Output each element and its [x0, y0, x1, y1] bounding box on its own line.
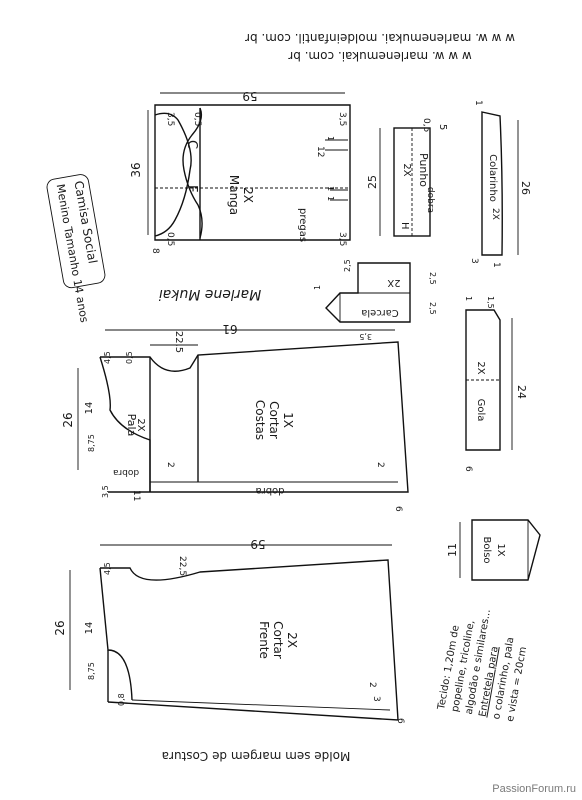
- back-piece: 61 22,5 26 14 Pala 2X dobra 8,75 4,5 0,5…: [61, 322, 409, 512]
- svg-text:pregas: pregas: [297, 208, 308, 242]
- svg-text:1: 1: [464, 296, 473, 301]
- svg-text:1: 1: [473, 100, 483, 106]
- fabric-note: Tecido: 1,20m de popeline, tricoline, al…: [436, 608, 529, 722]
- svg-text:3: 3: [469, 258, 479, 264]
- svg-text:2X: 2X: [475, 361, 486, 374]
- svg-text:22,5: 22,5: [177, 556, 187, 576]
- svg-text:Cortar: Cortar: [271, 621, 285, 659]
- svg-text:26: 26: [53, 620, 67, 635]
- svg-text:8,75: 8,75: [87, 662, 96, 680]
- svg-text:6: 6: [393, 506, 403, 512]
- svg-text:25: 25: [366, 175, 379, 189]
- collar-name: Gola: [475, 399, 486, 422]
- sleeve-qty: 2X: [241, 187, 255, 203]
- svg-text:H: H: [399, 222, 410, 230]
- svg-text:C: C: [184, 140, 199, 149]
- pocket-piece: 11 Bolso 1X: [446, 519, 541, 581]
- svg-text:2: 2: [367, 682, 377, 688]
- svg-text:11: 11: [131, 490, 141, 501]
- front-piece: 59 26 14 Frente Cortar 2X 22,5 4,5 8,75 …: [53, 537, 405, 724]
- svg-text:4,5: 4,5: [103, 562, 112, 575]
- svg-text:24: 24: [515, 385, 528, 399]
- placket-piece: Carcela 2X 2,5 2,5 2,5 1 3,5: [313, 259, 437, 341]
- svg-text:61: 61: [222, 322, 237, 336]
- svg-text:F: F: [184, 185, 199, 192]
- svg-text:dobra: dobra: [425, 187, 435, 213]
- svg-text:1: 1: [326, 196, 335, 201]
- svg-text:3,5: 3,5: [337, 112, 347, 126]
- svg-text:0,8: 0,8: [117, 693, 126, 706]
- svg-text:2X: 2X: [401, 163, 412, 176]
- svg-text:3,5: 3,5: [359, 332, 372, 341]
- cuff-piece: 25 Punho 2X dobra H 5 0,5: [366, 118, 448, 237]
- svg-text:14: 14: [84, 622, 95, 635]
- svg-text:8: 8: [150, 248, 160, 254]
- yoke-name: Pala: [125, 414, 138, 437]
- front-name: Frente: [257, 621, 271, 659]
- svg-text:2: 2: [375, 462, 385, 468]
- website-1: w w w. marlenemukai. com. br: [288, 49, 472, 63]
- svg-text:59: 59: [250, 537, 265, 551]
- svg-text:2X: 2X: [135, 418, 146, 431]
- svg-text:1: 1: [313, 285, 322, 290]
- svg-text:0,5: 0,5: [165, 232, 175, 246]
- collar-band-piece: 26 Colarinho 2X 1 3 1: [469, 100, 532, 268]
- svg-text:0,5: 0,5: [421, 118, 431, 132]
- svg-text:2,5: 2,5: [428, 272, 437, 285]
- back-name: Costas: [253, 400, 267, 440]
- svg-text:2X: 2X: [387, 277, 400, 288]
- cuff-name: Punho: [417, 153, 430, 187]
- svg-text:11: 11: [446, 543, 459, 557]
- svg-text:1: 1: [326, 186, 335, 191]
- svg-text:2X: 2X: [285, 632, 299, 648]
- svg-text:1X: 1X: [495, 543, 506, 556]
- svg-text:2,5: 2,5: [428, 302, 437, 315]
- svg-text:3,5: 3,5: [165, 112, 175, 126]
- svg-text:3,5: 3,5: [337, 232, 347, 246]
- collar-piece: 24 Gola 2X 1,5 1 6: [463, 296, 528, 472]
- svg-text:59: 59: [242, 89, 257, 103]
- title-block: Camisa Social Menino Tamanho 14 anos: [46, 174, 106, 324]
- sleeve-name: Manga: [227, 175, 241, 215]
- svg-text:Cortar: Cortar: [267, 401, 281, 439]
- seam-allowance-note: Molde sem margem de Costura: [162, 749, 351, 763]
- svg-text:0,5: 0,5: [192, 112, 202, 126]
- svg-text:12: 12: [315, 146, 325, 157]
- website-2: w w w. marlenemukai. moldeinfantil. com.…: [245, 31, 515, 45]
- svg-text:3,5: 3,5: [101, 485, 110, 498]
- svg-text:4,5: 4,5: [103, 351, 112, 364]
- svg-text:6: 6: [463, 466, 473, 472]
- svg-text:26: 26: [519, 181, 532, 195]
- svg-text:2,5: 2,5: [343, 259, 352, 272]
- svg-text:26: 26: [61, 412, 75, 427]
- svg-text:2X: 2X: [490, 208, 500, 220]
- collar-band-name: Colarinho: [487, 154, 498, 202]
- svg-text:5: 5: [437, 124, 448, 130]
- svg-text:3: 3: [371, 696, 381, 702]
- svg-text:1X: 1X: [281, 412, 295, 428]
- svg-text:6: 6: [395, 718, 405, 724]
- signature: Marlene Mukai: [159, 286, 261, 302]
- svg-text:1,5: 1,5: [486, 296, 495, 309]
- svg-text:14: 14: [84, 402, 95, 415]
- watermark: PassionForum.ru: [492, 783, 576, 795]
- svg-text:1: 1: [491, 262, 501, 268]
- svg-text:22,5: 22,5: [173, 331, 184, 353]
- pocket-name: Bolso: [481, 536, 492, 563]
- svg-text:dobra: dobra: [255, 485, 284, 496]
- svg-text:2: 2: [165, 462, 175, 468]
- svg-text:1: 1: [326, 136, 335, 141]
- svg-text:dobra: dobra: [113, 467, 139, 477]
- svg-text:0,5: 0,5: [125, 351, 134, 364]
- sleeve-piece: 59 36 Manga 2X F C pregas 3,5 3,5 3,5 0,…: [129, 89, 351, 254]
- svg-text:8,75: 8,75: [87, 434, 96, 452]
- placket-name: Carcela: [361, 307, 399, 318]
- svg-text:36: 36: [129, 162, 143, 177]
